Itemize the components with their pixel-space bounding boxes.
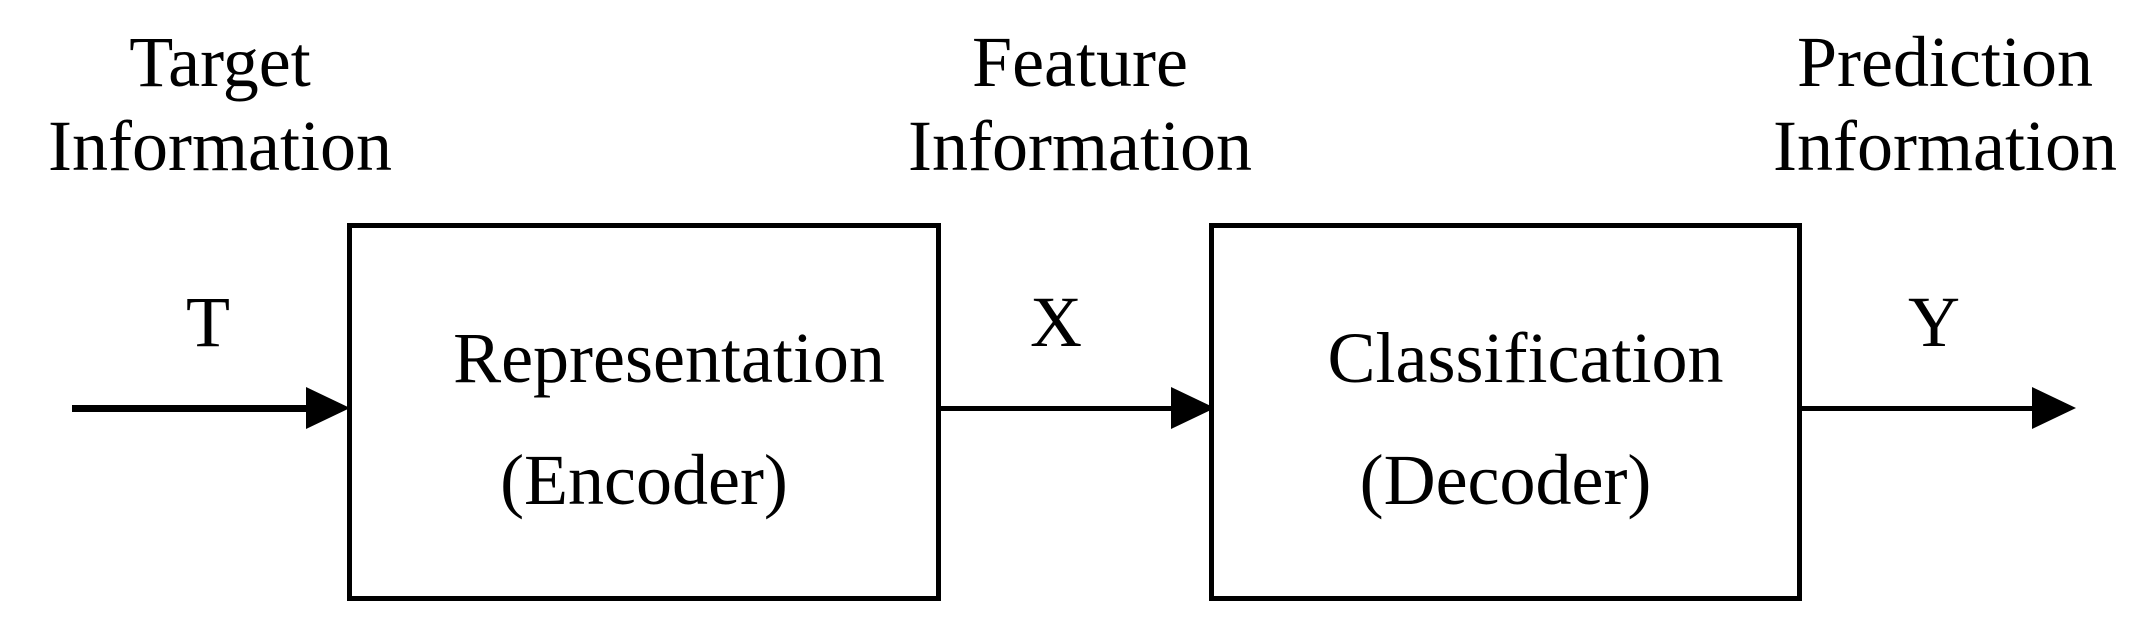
output-arrow-head (2032, 387, 2076, 429)
target-label-line1: Target (129, 22, 311, 102)
output-arrow-line (1802, 406, 2042, 411)
prediction-information-label: Prediction Information (1735, 20, 2155, 188)
encoder-block-subtitle: (Encoder) (500, 440, 788, 520)
decoder-block-title: Classification (1327, 318, 1724, 398)
target-information-label: Target Information (0, 20, 440, 188)
feature-information-label: Feature Information (870, 20, 1290, 188)
decoder-block: Classification (Decoder) (1209, 223, 1802, 601)
prediction-label-line1: Prediction (1797, 22, 2093, 102)
feature-label-line2: Information (908, 106, 1252, 186)
feature-arrow-line (941, 406, 1181, 411)
prediction-label-line2: Information (1773, 106, 2117, 186)
feature-arrow-head (1171, 387, 1215, 429)
symbol-t: T (186, 282, 230, 362)
decoder-block-subtitle: (Decoder) (1359, 440, 1652, 520)
symbol-x: X (1030, 282, 1082, 362)
encoder-block: Representation (Encoder) (347, 223, 941, 601)
feature-label-line1: Feature (972, 22, 1188, 102)
encoder-block-title: Representation (453, 318, 885, 398)
target-label-line2: Information (48, 106, 392, 186)
symbol-y: Y (1908, 282, 1960, 362)
input-arrow-head (306, 387, 350, 429)
input-arrow-line (72, 405, 312, 412)
